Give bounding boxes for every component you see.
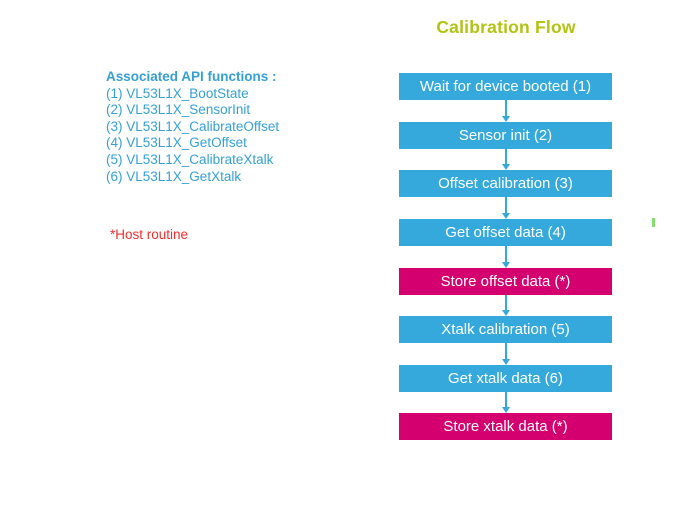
flow-step-wait-for-device-booted: Wait for device booted (1) — [399, 73, 612, 100]
arrow-down-icon — [501, 197, 510, 219]
api-function-item: (1) VL53L1X_BootState — [106, 85, 249, 101]
flow-step-get-offset-data: Get offset data (4) — [399, 219, 612, 246]
host-routine-note: *Host routine — [110, 227, 189, 242]
flow-step-sensor-init: Sensor init (2) — [399, 122, 612, 149]
api-function-item: (2) VL53L1X_SensorInit — [106, 102, 251, 118]
flow-step-xtalk-calibration: Xtalk calibration (5) — [399, 316, 612, 343]
api-function-item: (6) VL53L1X_GetXtalk — [106, 168, 242, 184]
stray-green-mark — [652, 218, 655, 227]
page-title: Calibration Flow — [436, 17, 576, 37]
arrow-down-icon — [501, 100, 510, 122]
flow-step-get-xtalk-data: Get xtalk data (6) — [399, 365, 612, 392]
arrow-down-icon — [501, 343, 510, 365]
arrow-down-icon — [501, 149, 510, 170]
flow-step-store-offset-data: Store offset data (*) — [399, 268, 612, 295]
api-function-item: (4) VL53L1X_GetOffset — [106, 135, 247, 151]
arrow-down-icon — [501, 295, 510, 316]
arrow-down-icon — [501, 392, 510, 413]
flow-step-offset-calibration: Offset calibration (3) — [399, 170, 612, 197]
flow-step-store-xtalk-data: Store xtalk data (*) — [399, 413, 612, 440]
api-functions-heading: Associated API functions : — [106, 69, 277, 84]
arrow-down-icon — [501, 246, 510, 268]
api-function-item: (5) VL53L1X_CalibrateXtalk — [106, 151, 274, 167]
api-functions-panel: Associated API functions : (1) VL53L1X_B… — [106, 69, 386, 185]
api-function-item: (3) VL53L1X_CalibrateOffset — [106, 118, 280, 134]
